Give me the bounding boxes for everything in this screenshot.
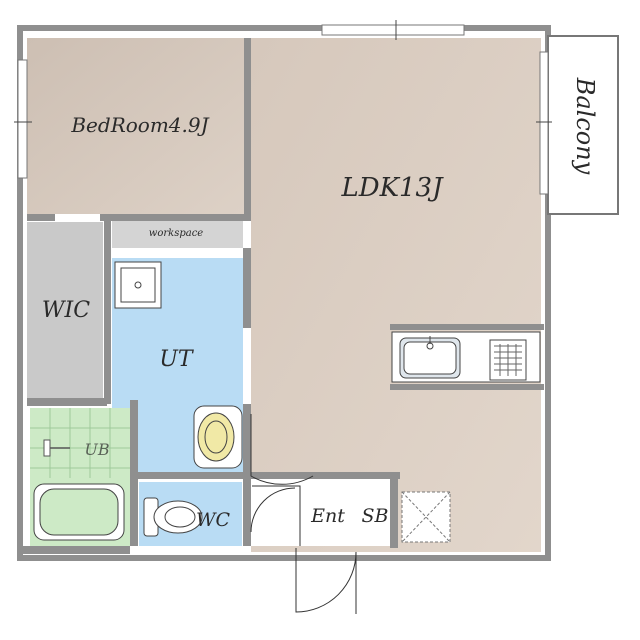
balcony-floor — [547, 35, 619, 215]
wic-floor — [27, 222, 103, 398]
toilet — [143, 497, 203, 537]
bedroom-label: BedRoom4.9J — [70, 113, 209, 137]
wash-basin — [193, 405, 243, 469]
fridge-space — [401, 491, 451, 543]
workspace-floor — [112, 218, 243, 248]
shower-fixture — [43, 439, 70, 457]
ldk-label: LDK13J — [340, 173, 444, 203]
shoe-box-label: SB — [362, 505, 389, 527]
ldk-floor — [251, 38, 541, 552]
ub-label: UB — [84, 440, 109, 459]
stove — [489, 339, 527, 381]
washer-pan — [114, 261, 162, 309]
outer-wall — [17, 25, 551, 561]
ut-label: UT — [159, 347, 195, 372]
wc-label: WC — [196, 509, 231, 531]
windows — [17, 24, 549, 195]
bedroom-floor — [27, 38, 244, 214]
wic-label: WIC — [42, 298, 90, 323]
entrance-door-arc — [250, 487, 296, 533]
entrance-label: Ent — [310, 505, 345, 527]
workspace-label: workspace — [149, 228, 204, 239]
balcony-label: Balcony — [571, 77, 599, 175]
door-swings — [250, 414, 357, 614]
interior-walls — [20, 38, 544, 554]
entrance-floor — [251, 478, 393, 546]
bathtub — [33, 483, 125, 541]
